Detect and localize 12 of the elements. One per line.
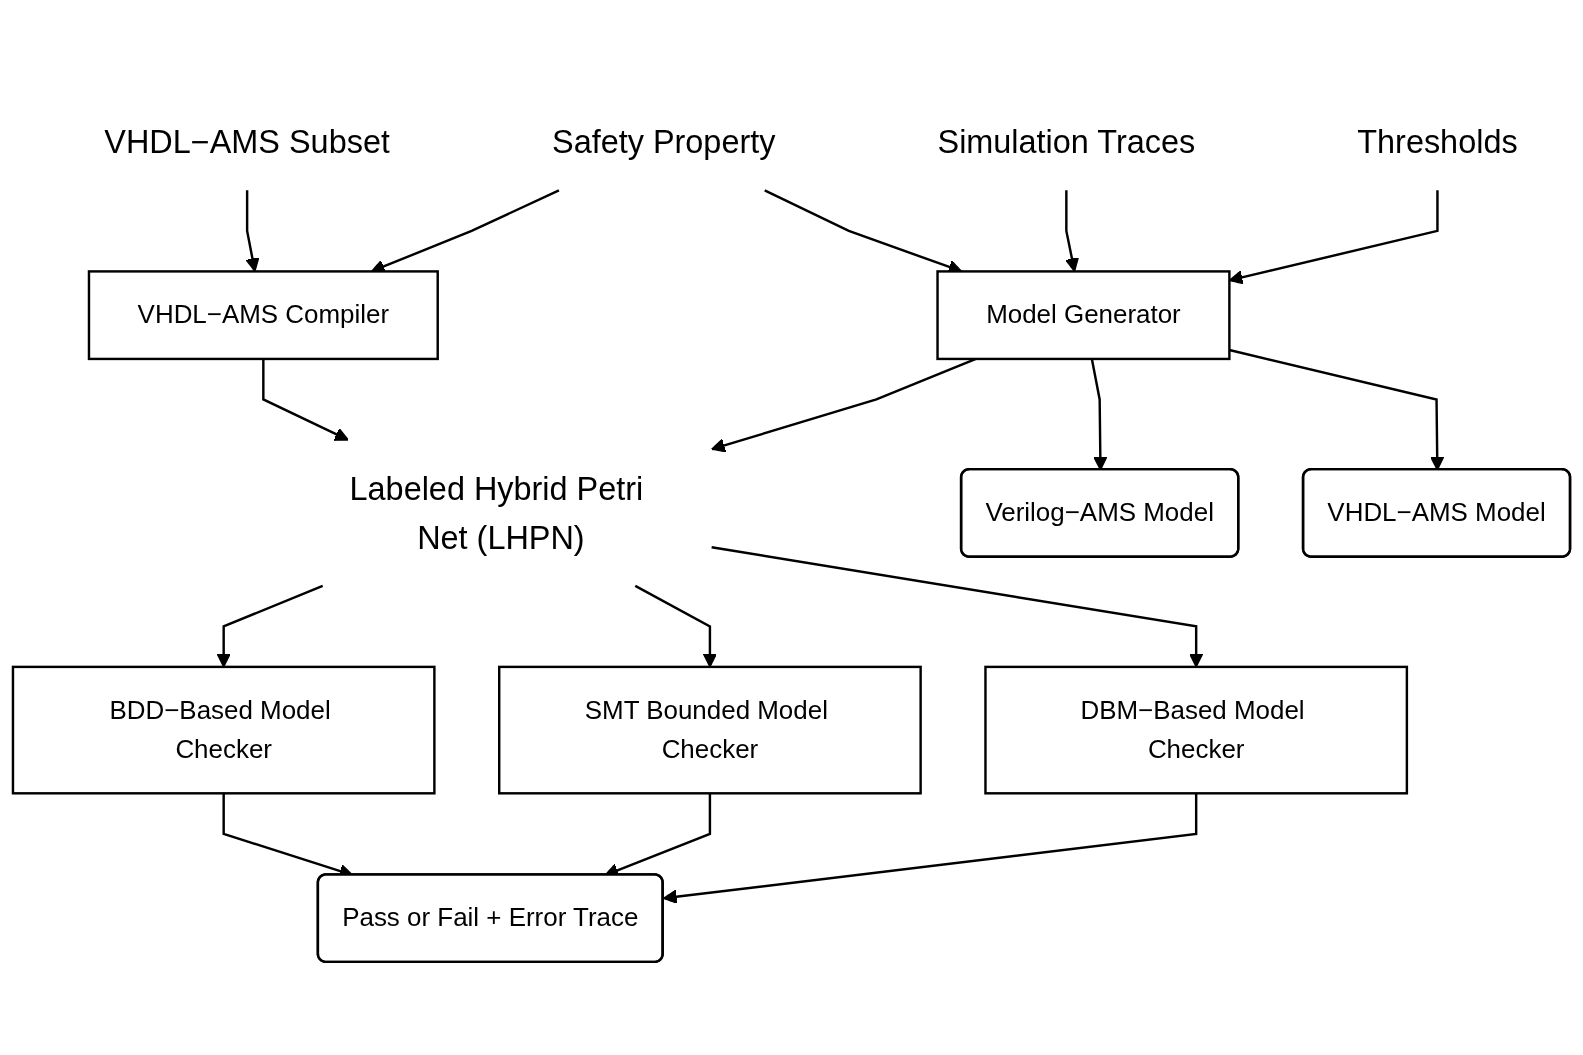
node-box: SMT Bounded Model Checker: [498, 665, 922, 795]
node-text: Thresholds: [1357, 123, 1518, 160]
arrow: [262, 358, 349, 441]
arrow: [662, 793, 1198, 904]
node-text: VHDL−AMS Subset: [104, 123, 390, 160]
node-box: VHDL−AMS Compiler: [87, 270, 439, 361]
node-text: Safety Property: [552, 123, 776, 160]
node-box: BDD−Based Model Checker: [11, 665, 436, 795]
node-text: Simulation Traces: [937, 123, 1196, 160]
node-text: Labeled Hybrid Petri Net (LHPN): [349, 470, 644, 556]
node-box: Model Generator: [936, 270, 1231, 361]
node-box: DBM−Based Model Checker: [984, 665, 1409, 795]
